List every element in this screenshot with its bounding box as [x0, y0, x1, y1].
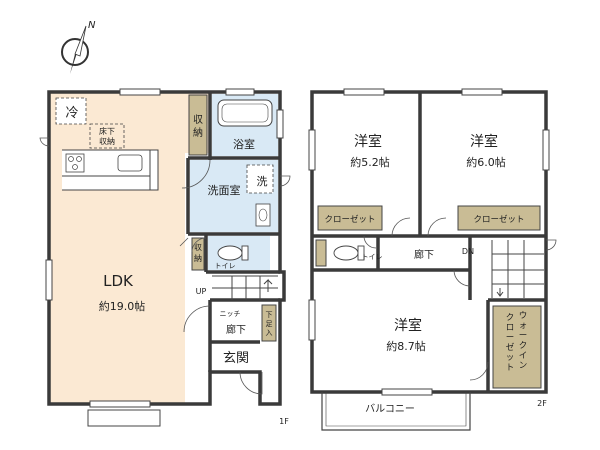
wic-char: ト	[506, 363, 515, 373]
entrance-label: 玄関	[223, 351, 249, 366]
underfloor-storage-label-2: 収納	[99, 136, 115, 146]
fridge-label: 冷	[65, 106, 78, 121]
shoe-storage	[261, 304, 277, 342]
washer-label: 洗	[257, 175, 268, 188]
toilet-1f-icon	[217, 245, 249, 261]
wic-char: ッ	[506, 353, 515, 363]
window-2f	[343, 88, 385, 96]
storage-upper	[188, 94, 208, 156]
ldk-size: 約19.0帖	[99, 299, 146, 313]
wic-char: ロ	[506, 323, 515, 333]
storage-lower	[191, 237, 205, 271]
shoe-storage-label-1: 下	[266, 311, 273, 319]
sink-icon	[117, 154, 143, 172]
floor1-plan: 冷 床下 収納 収 納 収 納 浴室 洗面室 洗 トイレ LDK 約19.0帖 …	[39, 88, 291, 427]
toilet-1f-label: トイレ	[215, 262, 236, 270]
window-porch	[87, 409, 161, 427]
western-room-2-label: 洋室	[470, 133, 498, 150]
wic-char: ン	[519, 361, 528, 371]
storage-upper-label-1: 収	[193, 114, 203, 126]
shoe-storage-label-3: 入	[266, 329, 273, 337]
closet-2-label: クローゼット	[473, 214, 524, 225]
hallway-1f-label: 廊下	[226, 323, 246, 336]
washroom-label: 洗面室	[208, 183, 241, 197]
storage-lower-label-1: 収	[194, 242, 202, 252]
floor2-plan: 洋室 約5.2帖 洋室 約6.0帖 洋室 約8.7帖 クローゼット クローゼット…	[308, 88, 557, 431]
stairs-1f	[212, 275, 278, 300]
western-room-1-label: 洋室	[354, 133, 382, 150]
wic-char: ォ	[519, 321, 528, 331]
bathtub-icon	[217, 99, 273, 127]
window	[119, 88, 161, 96]
floor2-label: 2F	[537, 399, 547, 408]
compass-north-label: N	[88, 20, 96, 31]
wic-char: ウ	[519, 311, 528, 321]
stairs-down-label: DN	[462, 247, 474, 256]
stairs-2f	[491, 240, 544, 298]
washer-icon	[246, 164, 274, 194]
stairs-up-label: UP	[196, 287, 207, 296]
wic-char: イ	[519, 351, 528, 361]
hallway-2f-label: 廊下	[414, 248, 434, 261]
closet-1	[317, 205, 383, 231]
compass-icon: N	[61, 20, 96, 74]
fridge-icon	[55, 97, 87, 125]
western-room-2-size: 約6.0帖	[466, 155, 506, 169]
wic-char: ク	[506, 313, 515, 323]
balcony	[321, 392, 471, 431]
walk-in-closet-label: ウ ォ ー ク イ ン ク ロ ー ゼ ッ ト	[506, 311, 528, 373]
ldk-label: LDK	[103, 272, 134, 290]
wic-char: ー	[519, 331, 528, 341]
closet-1-label: クローゼット	[324, 214, 375, 225]
vanity-icon	[255, 203, 271, 227]
underfloor-storage-label-1: 床下	[99, 126, 115, 136]
floor1-label: 1F	[279, 417, 289, 426]
shoe-storage-label-2: 足	[266, 320, 273, 328]
walk-in-closet	[492, 305, 542, 389]
wic-char: ゼ	[506, 342, 515, 353]
wic-char: ク	[519, 341, 528, 351]
bath-label: 浴室	[233, 137, 255, 151]
closet-2	[457, 205, 541, 231]
western-room-3-label: 洋室	[394, 317, 422, 334]
toilet-2f-icon	[333, 245, 365, 261]
storage-upper-label-2: 納	[193, 126, 203, 139]
western-room-3-size: 約8.7帖	[386, 339, 426, 353]
stove-icon	[65, 153, 85, 173]
balcony-label: バルコニー	[365, 403, 415, 415]
niche-label: ニッチ	[220, 310, 241, 318]
underfloor-storage	[89, 123, 125, 149]
wic-char: ー	[506, 333, 515, 343]
ldk-area	[49, 93, 185, 405]
toilet-2f-label: トイレ	[362, 253, 383, 261]
western-room-1-size: 約5.2帖	[350, 155, 390, 169]
storage-lower-label-2: 納	[194, 253, 202, 263]
